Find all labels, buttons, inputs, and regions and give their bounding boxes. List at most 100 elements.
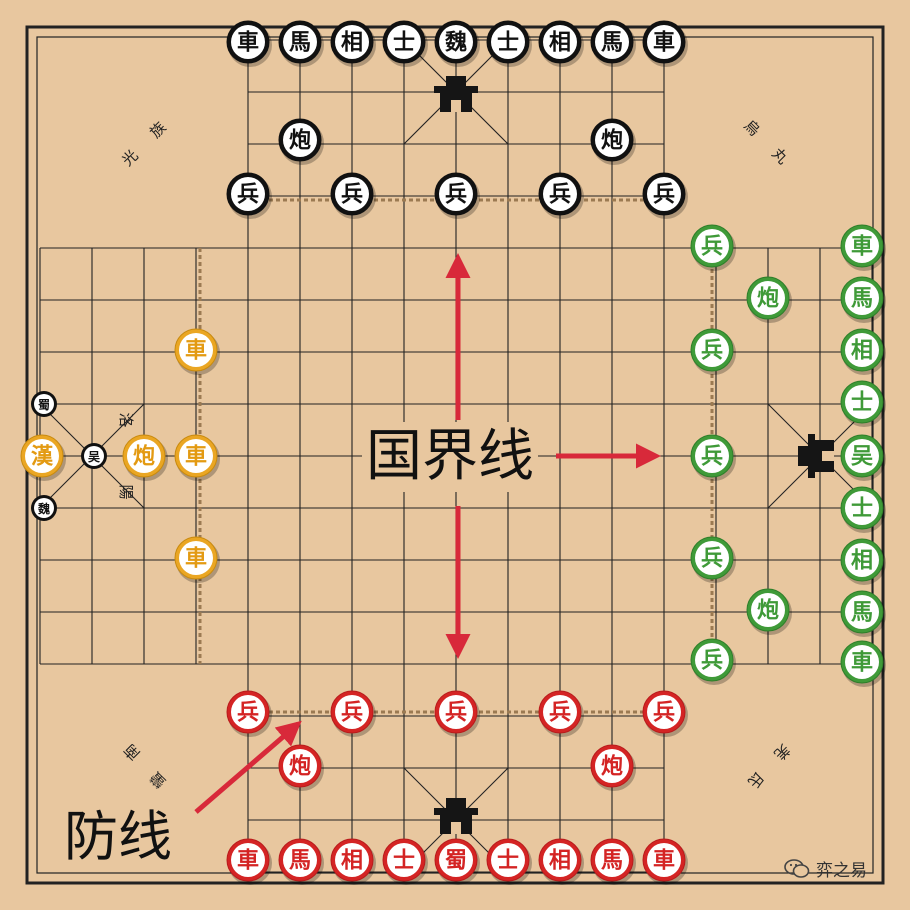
watermark-text: 弈之易	[816, 861, 867, 881]
piece-label: 炮	[757, 286, 779, 312]
piece-label: 兵	[549, 183, 571, 208]
green-piece-7[interactable]: 馬	[840, 590, 886, 637]
green-soldier-4[interactable]: 兵	[690, 638, 736, 685]
red-soldier-2[interactable]: 兵	[434, 690, 480, 737]
piece-label: 士	[497, 31, 519, 56]
piece-label: 車	[653, 849, 675, 874]
piece-label: 兵	[701, 235, 723, 260]
black-piece-8[interactable]: 車	[642, 20, 688, 67]
red-piece-1[interactable]: 馬	[278, 838, 324, 885]
black-soldier-2[interactable]: 兵	[434, 172, 480, 219]
yellow-king[interactable]: 漢	[20, 434, 66, 481]
black-piece-5[interactable]: 士	[486, 20, 532, 67]
black-piece-1[interactable]: 馬	[278, 20, 324, 67]
piece-label: 士	[393, 849, 415, 874]
green-piece-6[interactable]: 相	[840, 538, 886, 585]
piece-label: 兵	[341, 183, 363, 208]
red-cannon-left[interactable]: 炮	[278, 744, 324, 791]
piece-label: 兵	[445, 183, 467, 208]
green-soldier-0[interactable]: 兵	[690, 224, 736, 271]
piece-label: 兵	[341, 701, 363, 726]
green-cannon-top[interactable]: 炮	[746, 276, 792, 323]
piece-label: 馬	[851, 287, 873, 312]
emblem-shu: 蜀	[31, 391, 57, 417]
piece-label: 士	[851, 497, 873, 522]
yellow-chariot-mid[interactable]: 車	[174, 434, 220, 481]
piece-label: 炮	[289, 754, 311, 780]
piece-label: 兵	[445, 701, 467, 726]
black-cannon-right[interactable]: 炮	[590, 118, 636, 165]
red-piece-4[interactable]: 蜀	[434, 838, 480, 885]
green-piece-5[interactable]: 士	[840, 486, 886, 533]
piece-label: 炮	[289, 128, 311, 154]
piece-label: 車	[185, 445, 207, 470]
red-piece-3[interactable]: 士	[382, 838, 428, 885]
black-soldier-4[interactable]: 兵	[642, 172, 688, 219]
wechat-icon	[784, 858, 810, 879]
red-soldier-0[interactable]: 兵	[226, 690, 272, 737]
castle-icon-top	[434, 76, 478, 112]
red-piece-6[interactable]: 相	[538, 838, 584, 885]
black-soldier-0[interactable]: 兵	[226, 172, 272, 219]
piece-label: 兵	[701, 547, 723, 572]
piece-label: 兵	[653, 701, 675, 726]
piece-label: 兵	[701, 649, 723, 674]
piece-label: 車	[185, 547, 207, 572]
emblem-label: 吴	[88, 450, 101, 464]
red-piece-5[interactable]: 士	[486, 838, 532, 885]
piece-label: 兵	[701, 445, 723, 470]
red-piece-2[interactable]: 相	[330, 838, 376, 885]
red-soldier-3[interactable]: 兵	[538, 690, 584, 737]
red-piece-8[interactable]: 車	[642, 838, 688, 885]
black-cannon-left[interactable]: 炮	[278, 118, 324, 165]
red-piece-7[interactable]: 馬	[590, 838, 636, 885]
green-piece-4[interactable]: 吴	[840, 434, 886, 481]
piece-label: 相	[851, 339, 873, 364]
piece-label: 兵	[237, 701, 259, 726]
piece-label: 兵	[653, 183, 675, 208]
yellow-chariot-bottom[interactable]: 車	[174, 536, 220, 583]
green-piece-1[interactable]: 馬	[840, 276, 886, 323]
green-soldier-2[interactable]: 兵	[690, 434, 736, 481]
emblem-label: 蜀	[38, 398, 50, 412]
emblem-label: 魏	[37, 501, 50, 516]
piece-label: 馬	[601, 31, 623, 56]
piece-label: 馬	[289, 31, 311, 56]
watermark: 弈之易	[784, 856, 867, 881]
black-piece-6[interactable]: 相	[538, 20, 584, 67]
red-soldier-1[interactable]: 兵	[330, 690, 376, 737]
castle-icon-bottom	[434, 798, 478, 834]
black-piece-7[interactable]: 馬	[590, 20, 636, 67]
yellow-cannon[interactable]: 炮	[122, 434, 168, 481]
piece-label: 車	[185, 339, 207, 364]
piece-label: 相	[549, 849, 571, 874]
piece-label: 車	[237, 849, 259, 874]
black-soldier-1[interactable]: 兵	[330, 172, 376, 219]
piece-label: 炮	[757, 598, 779, 624]
green-cannon-bottom[interactable]: 炮	[746, 588, 792, 635]
side-marker-bottom: 陽	[117, 484, 135, 499]
red-piece-0[interactable]: 車	[226, 838, 272, 885]
green-soldier-1[interactable]: 兵	[690, 328, 736, 375]
green-piece-2[interactable]: 相	[840, 328, 886, 375]
black-piece-2[interactable]: 相	[330, 20, 376, 67]
black-soldier-3[interactable]: 兵	[538, 172, 584, 219]
black-piece-3[interactable]: 士	[382, 20, 428, 67]
green-piece-8[interactable]: 車	[840, 640, 886, 687]
yellow-chariot-top[interactable]: 車	[174, 328, 220, 375]
piece-label: 漢	[31, 444, 54, 470]
red-soldier-4[interactable]: 兵	[642, 690, 688, 737]
piece-label: 兵	[701, 339, 723, 364]
side-marker-top: 洛	[117, 412, 135, 427]
border-line-label: 国界线	[362, 422, 538, 492]
green-piece-0[interactable]: 車	[840, 224, 886, 271]
black-piece-4[interactable]: 魏	[434, 20, 480, 67]
red-cannon-right[interactable]: 炮	[590, 744, 636, 791]
black-piece-0[interactable]: 車	[226, 20, 272, 67]
green-soldier-3[interactable]: 兵	[690, 536, 736, 583]
pieces-layer: 車馬相士魏士相馬車炮炮兵兵兵兵兵車馬相士蜀士相馬車炮炮兵兵兵兵兵車馬相士吴士相馬…	[20, 20, 886, 885]
green-piece-3[interactable]: 士	[840, 380, 886, 427]
defense-line-label: 防线	[64, 805, 172, 868]
piece-label: 相	[341, 849, 363, 874]
piece-label: 馬	[851, 601, 873, 626]
